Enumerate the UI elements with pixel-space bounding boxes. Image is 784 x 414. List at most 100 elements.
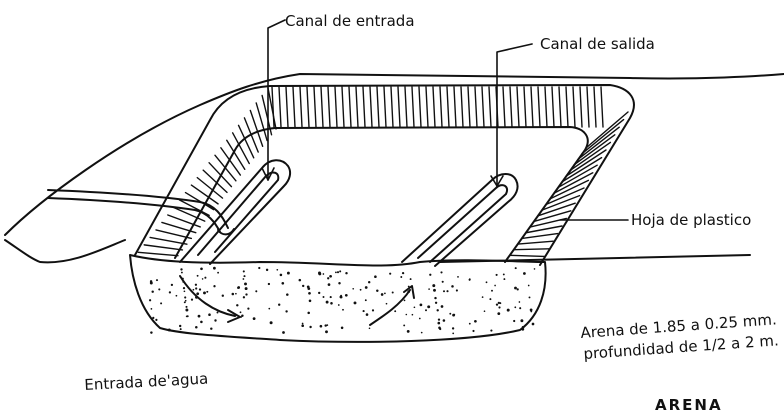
sand-dot [243,278,245,280]
hatch-stroke [391,87,393,127]
sand-dot [176,295,178,297]
plastic-sheet-label: Hoja de plastico [631,213,751,228]
sand-dot [442,281,444,283]
sand-dot [529,296,531,298]
embankment-hatching [138,87,628,256]
sand-dot [180,268,182,270]
sand-dot [368,281,370,283]
sand-dot [150,282,153,285]
sand-dot [198,315,201,318]
sand-dot [326,324,328,326]
sand-dot [491,290,493,292]
sand-dot [241,314,243,316]
sand-dot [151,308,153,310]
sand-dot [498,306,500,308]
sand-dot [469,279,471,281]
sand-dot [365,286,368,289]
hatch-stroke [482,87,484,127]
sand-dot [452,327,454,329]
sand-dot [184,290,186,292]
sand-dot [266,269,268,271]
sand-dot [496,274,498,276]
sand-dot [384,293,386,295]
sand-dot [376,290,378,292]
sand-dot [374,275,377,278]
sand-dot [519,307,521,309]
sand-dot [523,272,526,275]
sand-dot [354,301,357,304]
sand-dot [392,291,394,293]
sand-dot [366,313,369,316]
sand-dot [335,272,337,274]
hatch-stroke [574,135,615,165]
sand-dot [490,330,492,332]
hatch-stroke [307,87,309,127]
sand-dot [200,321,203,324]
hatch-stroke [524,87,526,127]
sand-dot [360,289,362,291]
sand-dot [202,278,204,280]
hatch-stroke [209,163,231,187]
sand-dot [191,299,193,301]
sand-dot [405,314,407,316]
sand-dot [245,293,247,295]
sand-dot [309,300,312,303]
sand-dot [369,327,371,329]
sand-dot [534,268,536,270]
sand-dot [472,330,474,332]
sand-dot [522,326,524,328]
sand-dot [240,311,242,313]
outlet-channel [402,174,518,266]
sand-dot [184,296,186,298]
sand-dot [352,288,354,290]
sand-dot [150,331,152,333]
sand-dot [337,271,339,273]
hatch-stroke [314,87,316,127]
sand-dot [515,267,517,269]
hatch-stroke [510,87,512,127]
sand-dot [169,291,171,293]
hatch-stroke [454,87,456,127]
sand-dot [323,273,325,275]
sand-dot [160,302,162,304]
hatch-stroke [447,87,449,127]
sand-dot [452,333,454,335]
outlet-channel-label: Canal de salida [540,37,655,52]
sand-dot [407,330,410,333]
hatch-stroke [138,252,178,255]
sand-dot [302,285,304,287]
hatch-stroke [286,87,288,127]
sand-dot [486,281,488,283]
hatch-stroke [522,234,558,239]
sand-dot [429,274,431,276]
sand-dot [427,305,430,308]
hatch-stroke [559,87,561,127]
cut-off-caption: ARENA [655,398,723,413]
sand-dot [197,275,199,277]
sand-dot [181,272,183,274]
sand-dot [446,290,448,292]
sand-dot [243,275,245,277]
sand-dot [268,283,270,285]
sand-dot [394,310,396,312]
hatch-stroke [215,155,236,181]
hatch-stroke [587,87,589,127]
hatch-stroke [144,245,182,250]
sand-dot [330,302,333,305]
sand-dot [441,305,444,308]
sand-dot [184,301,186,303]
sand-dot [278,304,280,306]
sand-dot [171,284,173,286]
sand-dot [365,299,367,301]
sand-dot [338,304,340,306]
sand-dot [389,273,391,275]
hatch-stroke [419,87,421,127]
embankment [135,85,634,265]
sand-dot [307,287,310,290]
sand-dot [513,320,515,322]
sand-dot [155,319,157,321]
sand-dot [208,313,211,316]
sand-bed [130,255,546,342]
sand-dot [270,321,273,324]
sand-dot [469,323,471,325]
